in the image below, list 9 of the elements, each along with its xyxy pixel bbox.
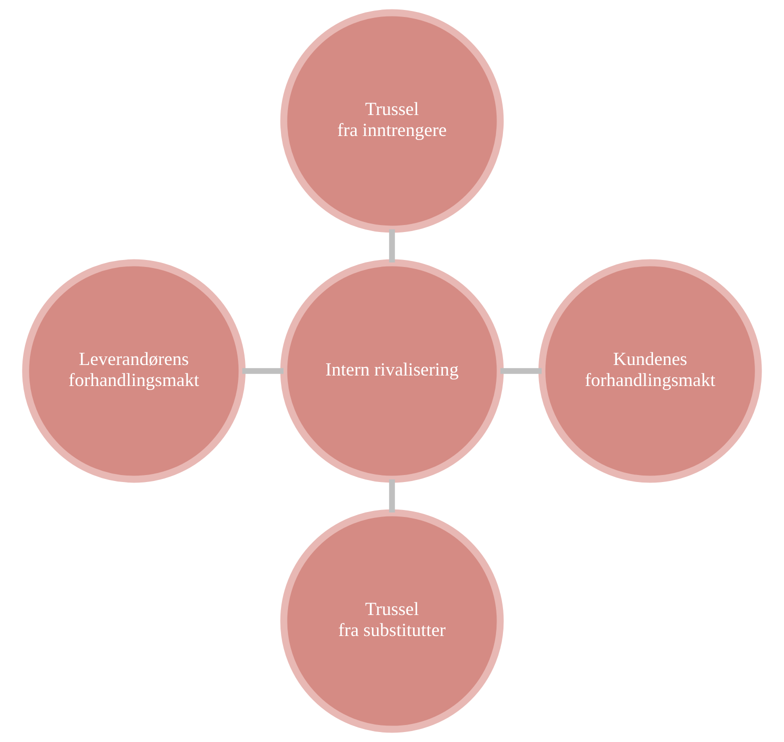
connector xyxy=(389,479,395,512)
node-circle: Kundenes forhandlingsmakt xyxy=(538,259,762,483)
node-circle: Intern rivalisering xyxy=(280,259,504,483)
connector xyxy=(389,229,395,262)
node-circle: Leverandørens forhandlingsmakt xyxy=(22,259,246,483)
node-circle: Trussel fra substitutter xyxy=(280,509,504,733)
node-circle: Trussel fra inntrengere xyxy=(280,9,504,233)
connector xyxy=(242,368,284,374)
connector xyxy=(500,368,542,374)
